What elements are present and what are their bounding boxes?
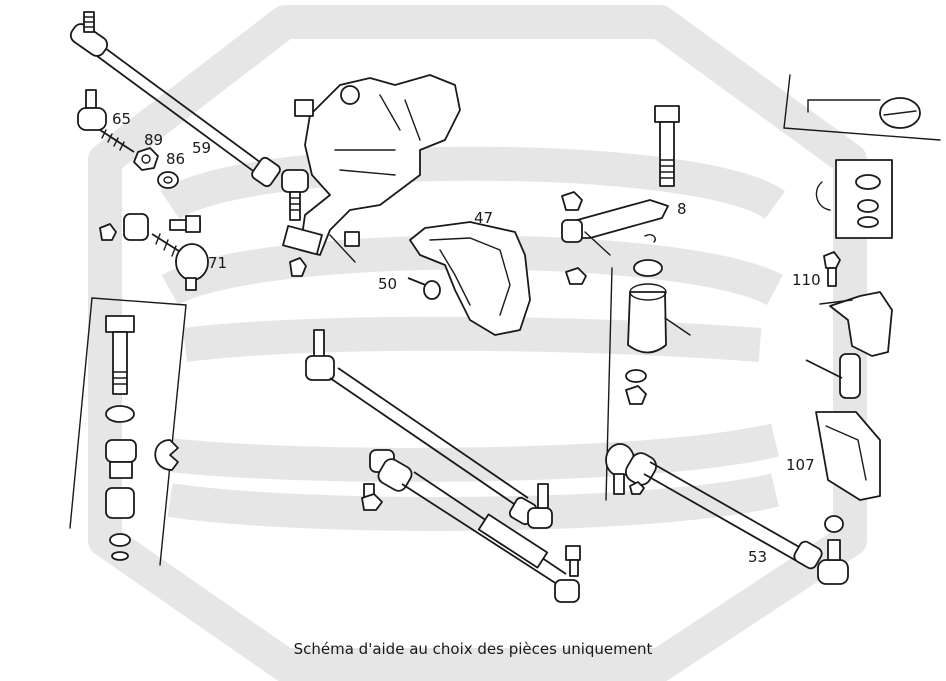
- relay-rod-lower[interactable]: [361, 449, 581, 603]
- bolt-50[interactable]: [407, 277, 441, 300]
- part-number-50: 50: [378, 275, 397, 293]
- drag-link-center[interactable]: [305, 329, 553, 529]
- pitman-arm-8[interactable]: [561, 105, 691, 501]
- watermark-logo: [88, 5, 867, 681]
- part-number-8: 8: [677, 200, 687, 218]
- tie-rod-53[interactable]: [605, 443, 849, 585]
- bush-71[interactable]: [99, 213, 209, 291]
- left-parts-panel[interactable]: [69, 297, 187, 566]
- part-number-107: 107: [786, 456, 815, 474]
- steering-gear-box[interactable]: [282, 74, 461, 277]
- ball-joint-65[interactable]: [77, 89, 135, 153]
- part-number-71: 71: [208, 254, 227, 272]
- part-number-59: 59: [192, 139, 211, 157]
- part-number-89: 89: [144, 131, 163, 149]
- washer-86[interactable]: [157, 171, 179, 189]
- tie-rod-59[interactable]: [68, 11, 309, 221]
- part-labels: 65 89 86 59 71 47 50 8 110 107 53: [112, 110, 821, 566]
- part-number-47: 47: [474, 209, 493, 227]
- nut-89[interactable]: [133, 147, 159, 171]
- part-number-65: 65: [112, 110, 131, 128]
- bracket-47[interactable]: [409, 221, 531, 336]
- right-parts-panel[interactable]: [783, 74, 941, 501]
- part-number-110: 110: [792, 271, 821, 289]
- part-number-53: 53: [748, 548, 767, 566]
- diagram-caption: Schéma d'aide au choix des pièces unique…: [293, 640, 653, 658]
- part-number-86: 86: [166, 150, 185, 168]
